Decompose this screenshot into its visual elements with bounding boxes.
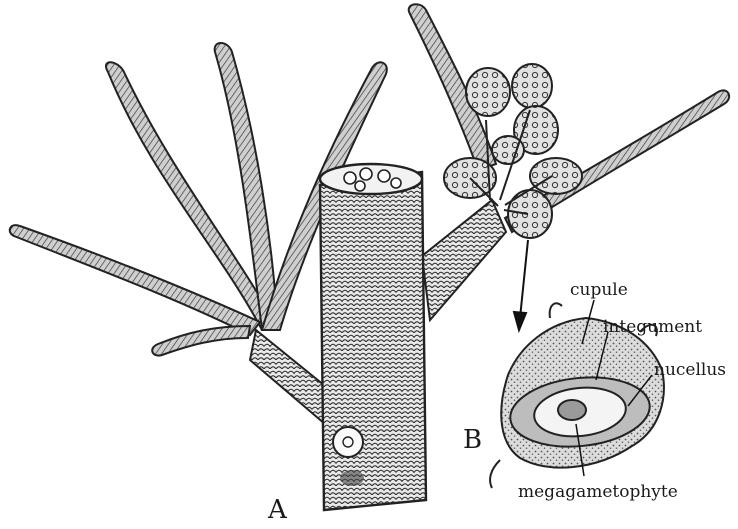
side-branch-right bbox=[422, 200, 506, 320]
leaf bbox=[152, 326, 250, 356]
megagametophyte-shape bbox=[558, 400, 586, 420]
label-integument: integument bbox=[603, 319, 702, 336]
leaf-scar bbox=[333, 427, 363, 457]
panel-label-b: B bbox=[463, 427, 482, 453]
side-branch-left bbox=[250, 330, 332, 430]
panel-label-a: A bbox=[268, 497, 287, 523]
label-cupule: cupule bbox=[570, 282, 628, 299]
leaf-group-right bbox=[409, 4, 729, 232]
pointer-arrow bbox=[514, 240, 528, 330]
label-nucellus: nucellus bbox=[654, 362, 726, 379]
label-megagametophyte: megagametophyte bbox=[518, 484, 678, 501]
main-stem bbox=[320, 164, 426, 510]
